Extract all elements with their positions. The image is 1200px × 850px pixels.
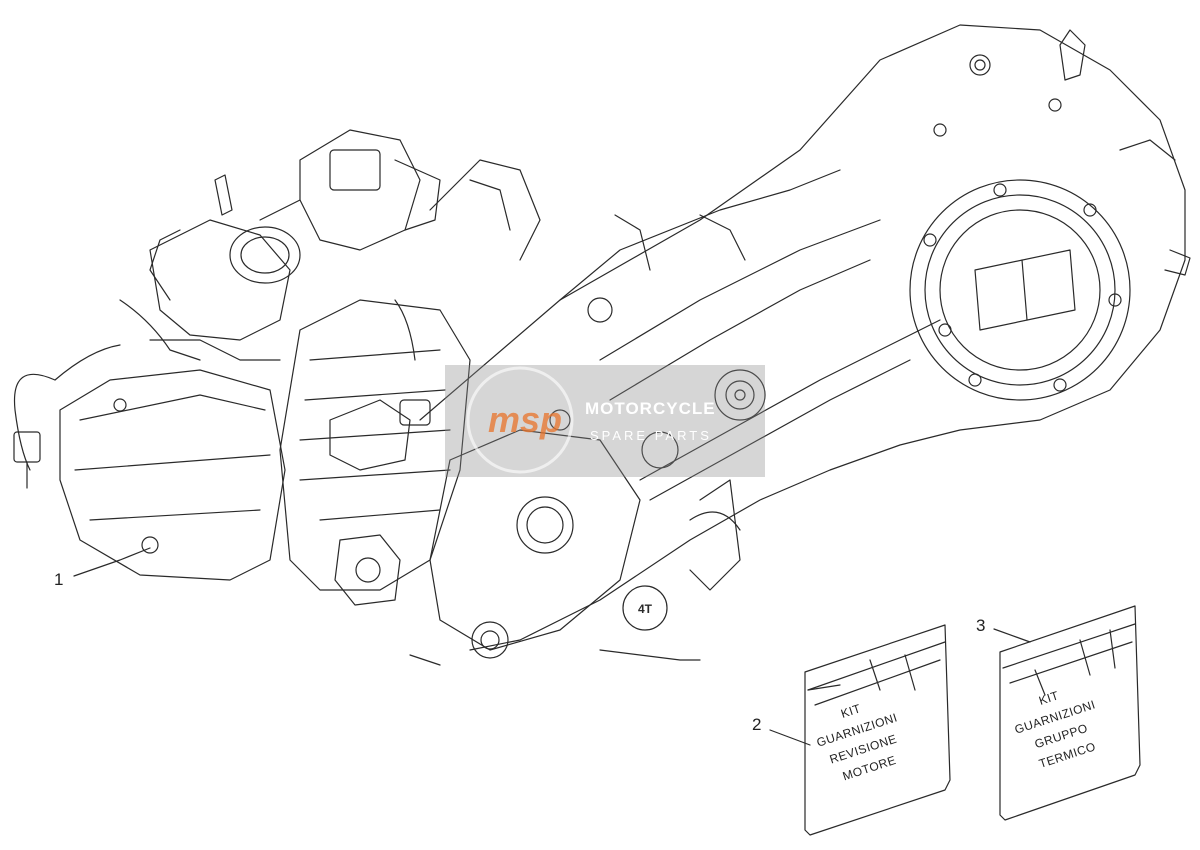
gasket-kit-termico: KIT GUARNIZIONI GRUPPO TERMICO [999,605,1141,821]
leader-line-1 [73,547,151,577]
watermark-brand: MOTORCYCLE [585,399,716,418]
leader-line-3 [993,628,1031,643]
kit-revisione-line-1: KIT [839,701,863,721]
callout-3: 3 [976,616,986,635]
callout-1: 1 [54,570,64,589]
watermark: msp [445,365,765,477]
kit-termico-line-1: KIT [1037,688,1061,708]
cover-bolts [923,54,1122,392]
callout-2: 2 [752,715,762,734]
watermark-logo: msp [488,399,562,440]
watermark-sub: SPARE PARTS [590,428,712,443]
gasket-kit-revisione: KIT GUARNIZIONI REVISIONE MOTORE [804,624,951,836]
leader-line-2 [769,729,811,746]
engine-assembly [13,24,1191,666]
engine-badge: 4T [638,602,653,616]
badge-circle [622,585,668,631]
